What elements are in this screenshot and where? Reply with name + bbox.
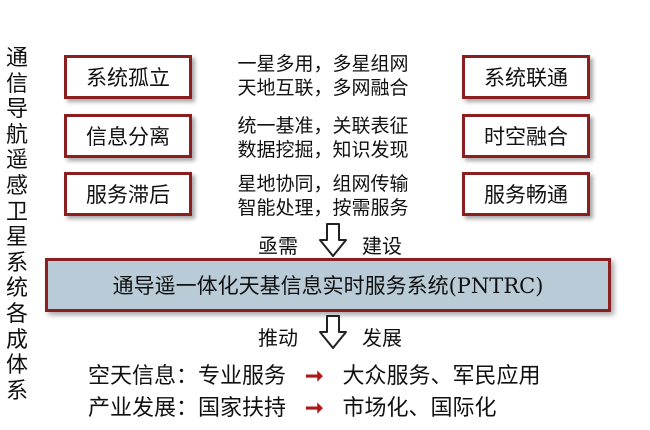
approach-line: 数据挖掘，知识发现: [237, 139, 409, 161]
flow-top-left-label: 亟需: [258, 234, 298, 258]
impact-to-1: 大众服务、军民应用: [342, 364, 541, 389]
problem-label-2: 信息分离: [86, 125, 170, 149]
down-arrow-icon: [319, 315, 347, 349]
core-system-label: 通导遥一体化天基信息实时服务系统(PNTRC): [112, 274, 544, 298]
outcome-box-2: 时空融合: [462, 114, 590, 158]
right-arrow-icon: ➞: [305, 363, 324, 389]
approach-group-3: 星地协同，组网传输 智能处理，按需服务: [228, 172, 418, 220]
down-arrow-icon: [319, 223, 347, 257]
flow-bottom-left-label: 推动: [258, 326, 298, 350]
right-arrow-icon: ➞: [305, 395, 324, 421]
approach-line: 一星多用，多星组网: [237, 53, 409, 75]
approach-line: 统一基准，关联表征: [237, 115, 409, 137]
problem-label-3: 服务滞后: [86, 183, 170, 207]
outcome-box-1: 系统联通: [462, 55, 590, 99]
impact-to-2: 市场化、国际化: [342, 396, 497, 421]
problem-box-1: 系统孤立: [64, 55, 192, 99]
core-system-banner: 通导遥一体化天基信息实时服务系统(PNTRC): [45, 258, 611, 312]
impact-row-2: 产业发展：国家扶持 ➞ 市场化、国际化: [88, 390, 496, 422]
impact-from-1: 空天信息：专业服务: [88, 364, 287, 389]
outcome-label-2: 时空融合: [484, 125, 568, 149]
problem-box-2: 信息分离: [64, 114, 192, 158]
outcome-label-3: 服务畅通: [484, 183, 568, 207]
problem-label-1: 系统孤立: [86, 66, 170, 90]
approach-group-1: 一星多用，多星组网 天地互联，多网融合: [228, 52, 418, 100]
impact-row-1: 空天信息：专业服务 ➞ 大众服务、军民应用: [88, 358, 540, 390]
left-vertical-label: 通信导航遥感卫星系统各成体系: [6, 46, 30, 404]
flow-bottom-right-label: 发展: [362, 326, 402, 350]
approach-line: 天地互联，多网融合: [237, 77, 409, 99]
impact-from-2: 产业发展：国家扶持: [88, 396, 287, 421]
problem-box-3: 服务滞后: [64, 172, 192, 216]
approach-line: 智能处理，按需服务: [237, 197, 409, 219]
outcome-box-3: 服务畅通: [462, 172, 590, 216]
flow-top-right-label: 建设: [362, 234, 402, 258]
approach-line: 星地协同，组网传输: [237, 173, 409, 195]
outcome-label-1: 系统联通: [484, 66, 568, 90]
approach-group-2: 统一基准，关联表征 数据挖掘，知识发现: [228, 114, 418, 162]
